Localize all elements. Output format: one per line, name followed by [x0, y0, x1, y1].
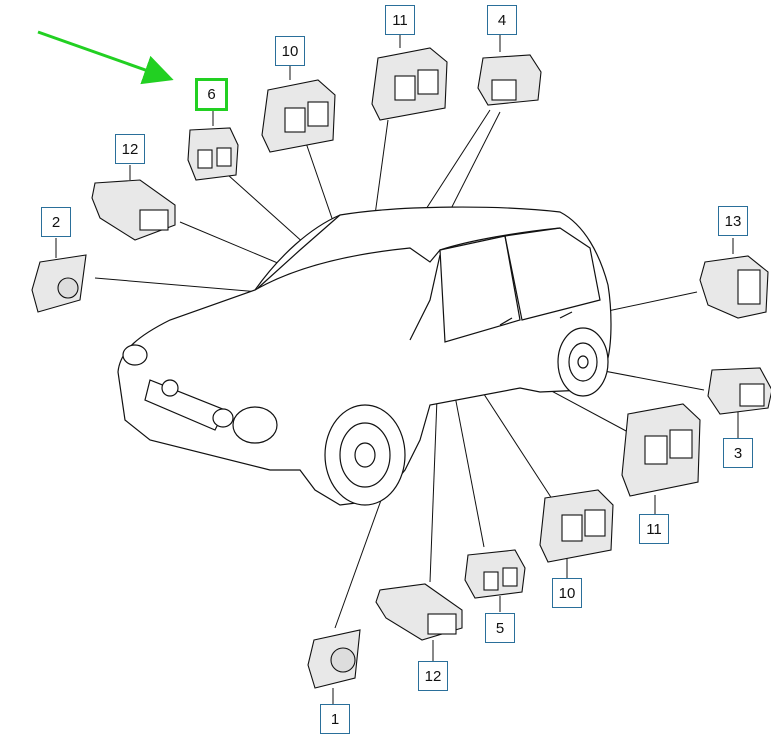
- callout-2: 2: [41, 207, 71, 237]
- callout-3: 3: [723, 438, 753, 468]
- callout-10-top: 10: [275, 36, 305, 66]
- callout-1: 1: [320, 704, 350, 734]
- green-arrow-icon: [37, 30, 174, 85]
- callout-13: 13: [718, 206, 748, 236]
- callout-11-top: 11: [385, 5, 415, 35]
- window-switch-icon: [91, 47, 771, 641]
- car-icon: [117, 206, 612, 506]
- callout-11-bottom: 11: [639, 514, 669, 544]
- callout-12-bottom: 12: [418, 661, 448, 691]
- callout-4: 4: [487, 5, 517, 35]
- callout-6: 6: [195, 78, 228, 111]
- callout-12-top: 12: [115, 134, 145, 164]
- callout-10-bottom: 10: [552, 578, 582, 608]
- callout-5: 5: [485, 613, 515, 643]
- mirror-adjust-knob-icon: [31, 254, 361, 689]
